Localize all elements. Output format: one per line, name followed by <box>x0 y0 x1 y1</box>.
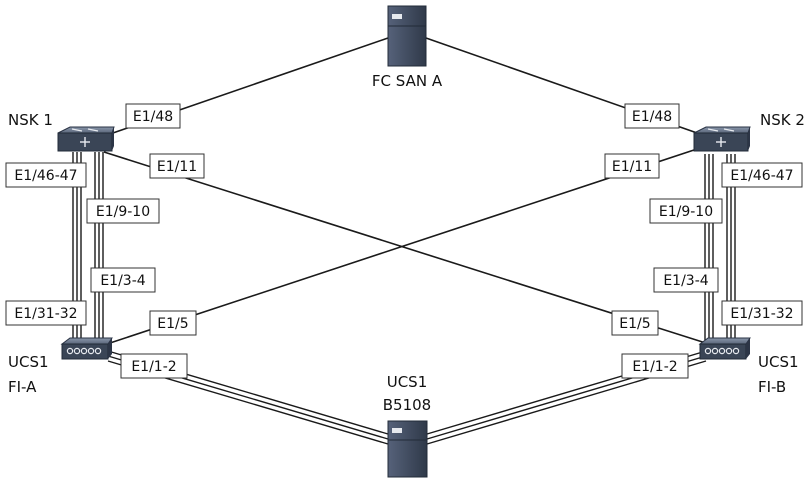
nsk1-label: NSK 1 <box>8 111 53 129</box>
port-label-nsk1-fc: E1/48 <box>125 103 181 129</box>
svg-text:E1/3-4: E1/3-4 <box>100 273 145 289</box>
port-label-nsk2-cross: E1/11 <box>604 153 660 179</box>
port-label-fib-chassis: E1/1-2 <box>621 353 689 379</box>
port-label-fib-cross: E1/5 <box>611 310 659 336</box>
link-bundle-nsk2-fib-inner <box>704 154 714 340</box>
port-label-fib-nsk2-outer: E1/31-32 <box>721 300 803 326</box>
fc-san-label: FC SAN A <box>372 72 443 90</box>
chassis-server-icon <box>387 420 428 478</box>
port-label-fia-nsk1-inner: E1/3-4 <box>90 267 156 293</box>
nsk1-switch-icon <box>57 126 115 152</box>
chassis-label-line2: B5108 <box>383 396 431 414</box>
svg-text:E1/1-2: E1/1-2 <box>131 359 176 375</box>
port-label-nsk2-fib-inner: E1/9-10 <box>649 198 723 224</box>
port-label-nsk1-fia-inner: E1/9-10 <box>86 198 160 224</box>
svg-text:E1/48: E1/48 <box>133 109 173 125</box>
chassis-label-line1: UCS1 <box>387 373 428 391</box>
nsk2-switch-icon <box>693 126 751 152</box>
port-labels: E1/48 E1/48 E1/11 E1/11 E1/46-47 E1/9-10… <box>5 103 803 379</box>
svg-text:E1/31-32: E1/31-32 <box>730 306 793 322</box>
port-label-fia-nsk1-outer: E1/31-32 <box>5 300 87 326</box>
link-bundle-nsk1-fia-inner <box>94 152 104 340</box>
port-label-fia-chassis: E1/1-2 <box>120 353 188 379</box>
port-label-nsk2-fib-outer: E1/46-47 <box>721 162 803 188</box>
fia-label-line1: UCS1 <box>8 353 49 371</box>
link-nsk1-fib <box>103 151 713 346</box>
fib-fabric-interconnect-icon <box>698 337 751 360</box>
svg-text:E1/31-32: E1/31-32 <box>14 306 77 322</box>
fia-fabric-interconnect-icon <box>60 337 113 360</box>
svg-text:E1/11: E1/11 <box>157 159 197 175</box>
svg-text:E1/1-2: E1/1-2 <box>632 359 677 375</box>
port-label-nsk1-fia-outer: E1/46-47 <box>5 162 87 188</box>
port-label-nsk1-cross: E1/11 <box>149 153 205 179</box>
svg-text:E1/11: E1/11 <box>612 159 652 175</box>
fc-san-storage-icon <box>387 5 427 67</box>
fia-label-line2: FI-A <box>8 378 37 396</box>
svg-text:E1/5: E1/5 <box>619 316 650 332</box>
svg-text:E1/48: E1/48 <box>632 109 672 125</box>
nsk2-label: NSK 2 <box>760 111 805 129</box>
port-label-fib-nsk2-inner: E1/3-4 <box>653 267 719 293</box>
port-label-nsk2-fc: E1/48 <box>624 103 680 129</box>
fib-label-line1: UCS1 <box>758 353 799 371</box>
svg-text:E1/46-47: E1/46-47 <box>14 168 77 184</box>
fib-label-line2: FI-B <box>758 378 786 396</box>
svg-text:E1/9-10: E1/9-10 <box>659 204 713 220</box>
link-nsk2-fia <box>109 147 701 344</box>
svg-text:E1/46-47: E1/46-47 <box>730 168 793 184</box>
port-label-fia-cross: E1/5 <box>149 310 197 336</box>
svg-text:E1/9-10: E1/9-10 <box>96 204 150 220</box>
svg-text:E1/5: E1/5 <box>157 316 188 332</box>
svg-text:E1/3-4: E1/3-4 <box>663 273 708 289</box>
